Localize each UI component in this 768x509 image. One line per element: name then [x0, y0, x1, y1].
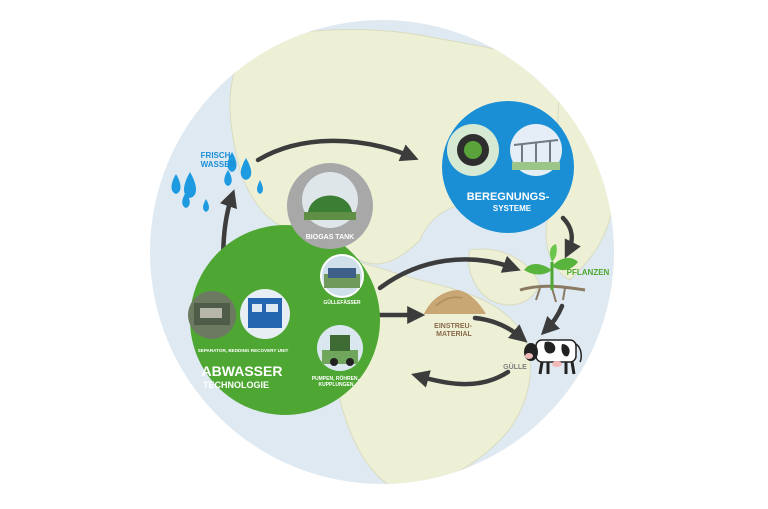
label-pumpen-line2: KUPPLUNGEN	[318, 382, 353, 388]
label-separator: SEPARATOR, BEDDING RECOVERY UNIT	[198, 348, 289, 353]
label-systeme: SYSTEME	[493, 204, 532, 213]
label-pumpen-line1: PUMPEN, RÖHREN,	[312, 375, 360, 382]
separator-photo	[188, 291, 236, 339]
label-einstreu-line2: MATERIAL	[436, 331, 472, 338]
label-frischwasser: FRISCH- WASSER	[201, 151, 236, 169]
label-technologie: TECHNOLOGIE	[203, 380, 269, 390]
label-frischwasser-line1: FRISCH-	[201, 151, 234, 160]
label-einstreu-material: EINSTREU- MATERIAL	[434, 323, 474, 338]
gullefasser-node	[320, 254, 364, 298]
label-abwasser: ABWASSER	[202, 363, 283, 379]
label-pumpen: PUMPEN, RÖHREN, KUPPLUNGEN	[312, 375, 361, 388]
label-pflanzen: PFLANZEN	[567, 268, 610, 277]
label-beregnungs: BEREGNUNGS-	[467, 191, 550, 203]
label-biogas-tank: BIOGAS TANK	[306, 234, 354, 241]
hose-reel-photo	[447, 124, 499, 176]
label-frischwasser-line2: WASSER	[201, 160, 236, 169]
pumpen-photo	[317, 325, 363, 371]
label-einstreu-line1: EINSTREU-	[434, 323, 472, 330]
label-gulle: GÜLLE	[503, 362, 527, 371]
bedding-recovery-unit-photo	[240, 289, 290, 339]
pivot-irrigation-photo	[510, 124, 562, 176]
label-gullefasser: GÜLLEFÄSSER	[323, 299, 361, 306]
beregnungssysteme-node	[442, 101, 574, 233]
